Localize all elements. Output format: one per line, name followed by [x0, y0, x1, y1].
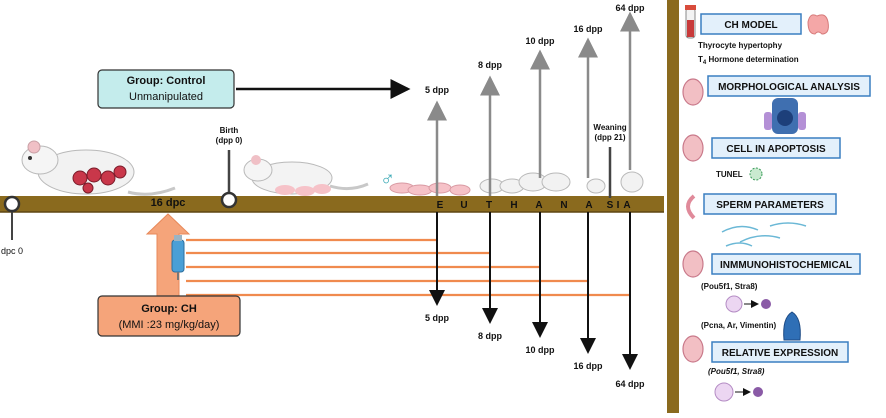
control-group-subtitle: Unmanipulated	[129, 91, 203, 103]
panel-apoptosis-title: CELL IN APOPTOSIS	[726, 144, 826, 155]
birth-label-line2: (dpp 0)	[216, 136, 243, 145]
control-group-title: Group: Control	[127, 75, 206, 87]
testis-icon	[682, 335, 704, 363]
control-group-box: Group: Control Unmanipulated	[97, 69, 235, 109]
ch-timepoint-label: 5 dpp	[425, 313, 450, 323]
embryos	[72, 165, 127, 194]
panel-expression-title: RELATIVE EXPRESSION	[722, 348, 839, 359]
sperm-icons	[721, 222, 807, 247]
control-timepoint-label: 5 dpp	[425, 85, 450, 95]
dpc0-label: dpc 0	[1, 246, 23, 256]
control-timepoint-label: 64 dpp	[615, 3, 645, 13]
dpc16-label: 16 dpc	[151, 197, 186, 209]
ch-timepoint-label: 10 dpp	[525, 345, 555, 355]
euthanasia-letter: I	[617, 200, 620, 211]
panel-ch-model-line1: Thyrocyte hypertophy	[698, 41, 783, 50]
dpc0-marker	[3, 195, 21, 240]
timeline-bar	[0, 196, 664, 212]
euthanasia-letter: U	[460, 200, 467, 211]
panel-expression: RELATIVE EXPRESSION (Pou5f1, Stra8)	[708, 341, 849, 376]
testis-icon	[682, 250, 704, 278]
panel-apoptosis: CELL IN APOPTOSIS TUNEL	[711, 137, 841, 179]
ch-timepoint-label: 8 dpp	[478, 331, 503, 341]
euthanasia-letter: A	[585, 200, 592, 211]
ch-timepoint-labels: 5 dpp 8 dpp 10 dpp 16 dpp 64 dpp	[425, 313, 645, 389]
euthanasia-letter: T	[486, 200, 492, 211]
panel-sperm: SPERM PARAMETERS	[703, 193, 837, 215]
panel-sperm-title: SPERM PARAMETERS	[716, 200, 824, 211]
germ-cell-icon	[725, 295, 771, 313]
apoptotic-cell-icon	[749, 167, 763, 181]
euthanasia-letter: H	[510, 200, 517, 211]
euthanasia-letter: E	[437, 200, 444, 211]
euthanasia-label: E U T H A N A S I A	[437, 200, 631, 211]
sertoli-cell-icon	[783, 311, 801, 341]
young-mice-illustration	[479, 171, 644, 194]
male-icon: ♂	[380, 168, 395, 190]
euthanasia-letter: A	[535, 200, 542, 211]
pups-illustration	[389, 182, 471, 196]
thyroid-icon	[807, 14, 829, 35]
control-timepoint-label: 16 dpp	[573, 24, 603, 34]
water-bottle-icon	[171, 235, 185, 280]
tissue-section-icon	[764, 98, 806, 134]
control-timepoint-label: 10 dpp	[525, 36, 555, 46]
ch-timepoint-label: 16 dpp	[573, 361, 603, 371]
svg-text:T4 Hormone determination: T4 Hormone determination	[698, 55, 799, 66]
birth-label-line1: Birth	[220, 126, 239, 135]
ch-group-title: Group: CH	[141, 303, 197, 315]
panel-ihc-title: INMMUNOHISTOCHEMICAL	[720, 260, 852, 271]
panel-ihc: INMMUNOHISTOCHEMICAL (Pou5f1, Stra8) (Pc…	[701, 253, 861, 330]
panel-apoptosis-note: TUNEL	[716, 170, 743, 179]
gene-expression-cell-icon	[714, 382, 763, 402]
panel-ch-model-line2: Hormone determination	[706, 55, 799, 64]
control-timepoint-arrows	[427, 11, 640, 196]
weaning-label-line1: Weaning	[593, 123, 626, 132]
ch-timepoint-arrows	[429, 212, 638, 370]
testis-icon	[682, 134, 704, 162]
panel-morphological-title: MORPHOLOGICAL ANALYSIS	[718, 82, 860, 93]
panel-ch-model: CH MODEL Thyrocyte hypertophy T4 Hormone…	[698, 13, 802, 66]
weaning-label-line2: (dpp 21)	[594, 133, 625, 142]
testis-icon	[682, 78, 704, 106]
ch-timepoint-label: 64 dpp	[615, 379, 645, 389]
ch-exposure-lines	[186, 238, 630, 297]
sperm-duct-icon	[686, 194, 696, 220]
blood-tube-icon	[685, 5, 696, 39]
control-timepoint-label: 8 dpp	[478, 60, 503, 70]
pregnant-mouse-illustration	[21, 140, 176, 196]
control-timepoint-labels: 5 dpp 8 dpp 10 dpp 16 dpp 64 dpp	[425, 3, 645, 95]
ch-group-box: Group: CH (MMI :23 mg/kg/day)	[97, 295, 241, 337]
mother-with-pups-illustration	[243, 155, 369, 196]
birth-marker	[220, 150, 238, 209]
euthanasia-letter: A	[623, 200, 630, 211]
panel-ihc-note2: (Pcna, Ar, Vimentin)	[701, 321, 776, 330]
testis-icons	[682, 78, 704, 363]
panel-ihc-note1: (Pou5f1, Stra8)	[701, 282, 758, 291]
euthanasia-letter: S	[607, 200, 614, 211]
ch-group-subtitle: (MMI :23 mg/kg/day)	[119, 319, 220, 331]
panel-morphological: MORPHOLOGICAL ANALYSIS	[707, 75, 871, 97]
panel-expression-note: (Pou5f1, Stra8)	[708, 367, 765, 376]
panel-ch-model-title: CH MODEL	[724, 20, 777, 31]
panel-divider	[667, 0, 679, 413]
panel-ch-model-t-subscript: 4	[703, 60, 707, 66]
euthanasia-letter: N	[560, 200, 567, 211]
